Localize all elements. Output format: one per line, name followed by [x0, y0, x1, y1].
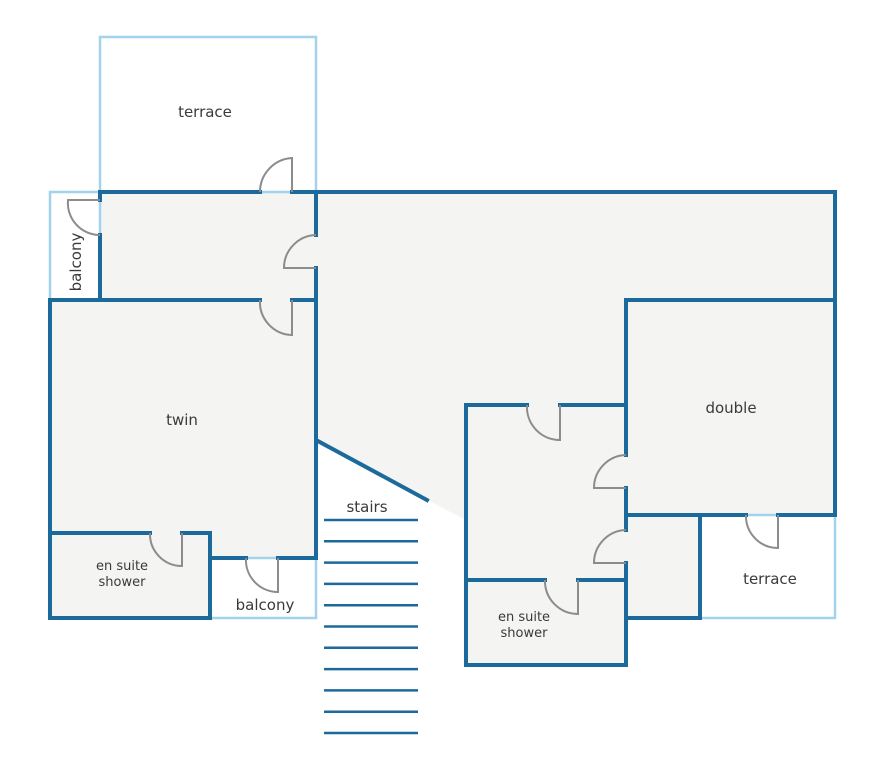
door-icon: [148, 532, 183, 568]
door-icon: [592, 529, 627, 564]
doors: [66, 156, 779, 616]
floor-fills: [50, 192, 835, 665]
terrace-right-outline: [698, 513, 837, 620]
door-icon: [525, 404, 561, 442]
door-icon: [744, 514, 779, 550]
label-balcony-bottom: balcony: [236, 596, 295, 614]
label-stairs: stairs: [346, 498, 387, 516]
label-terrace-right: terrace: [743, 570, 797, 588]
door-icon: [258, 299, 293, 337]
label-twin: twin: [166, 411, 198, 429]
label-ensuite-left: en suite: [96, 559, 148, 574]
door-icon: [592, 454, 627, 489]
door-icon: [244, 557, 279, 594]
label-ensuite-right: en suite: [498, 610, 550, 625]
stairs-steps: [324, 518, 418, 735]
label-shower-right: shower: [501, 626, 549, 641]
label-double: double: [705, 399, 756, 417]
label-shower-left: shower: [99, 575, 147, 590]
door-icon: [282, 234, 317, 269]
door-icon: [258, 156, 293, 193]
label-balcony-left: balcony: [67, 233, 85, 292]
door-icon: [66, 199, 101, 237]
walls: [48, 190, 837, 667]
door-icon: [543, 579, 579, 616]
label-terrace-top: terrace: [178, 103, 232, 121]
